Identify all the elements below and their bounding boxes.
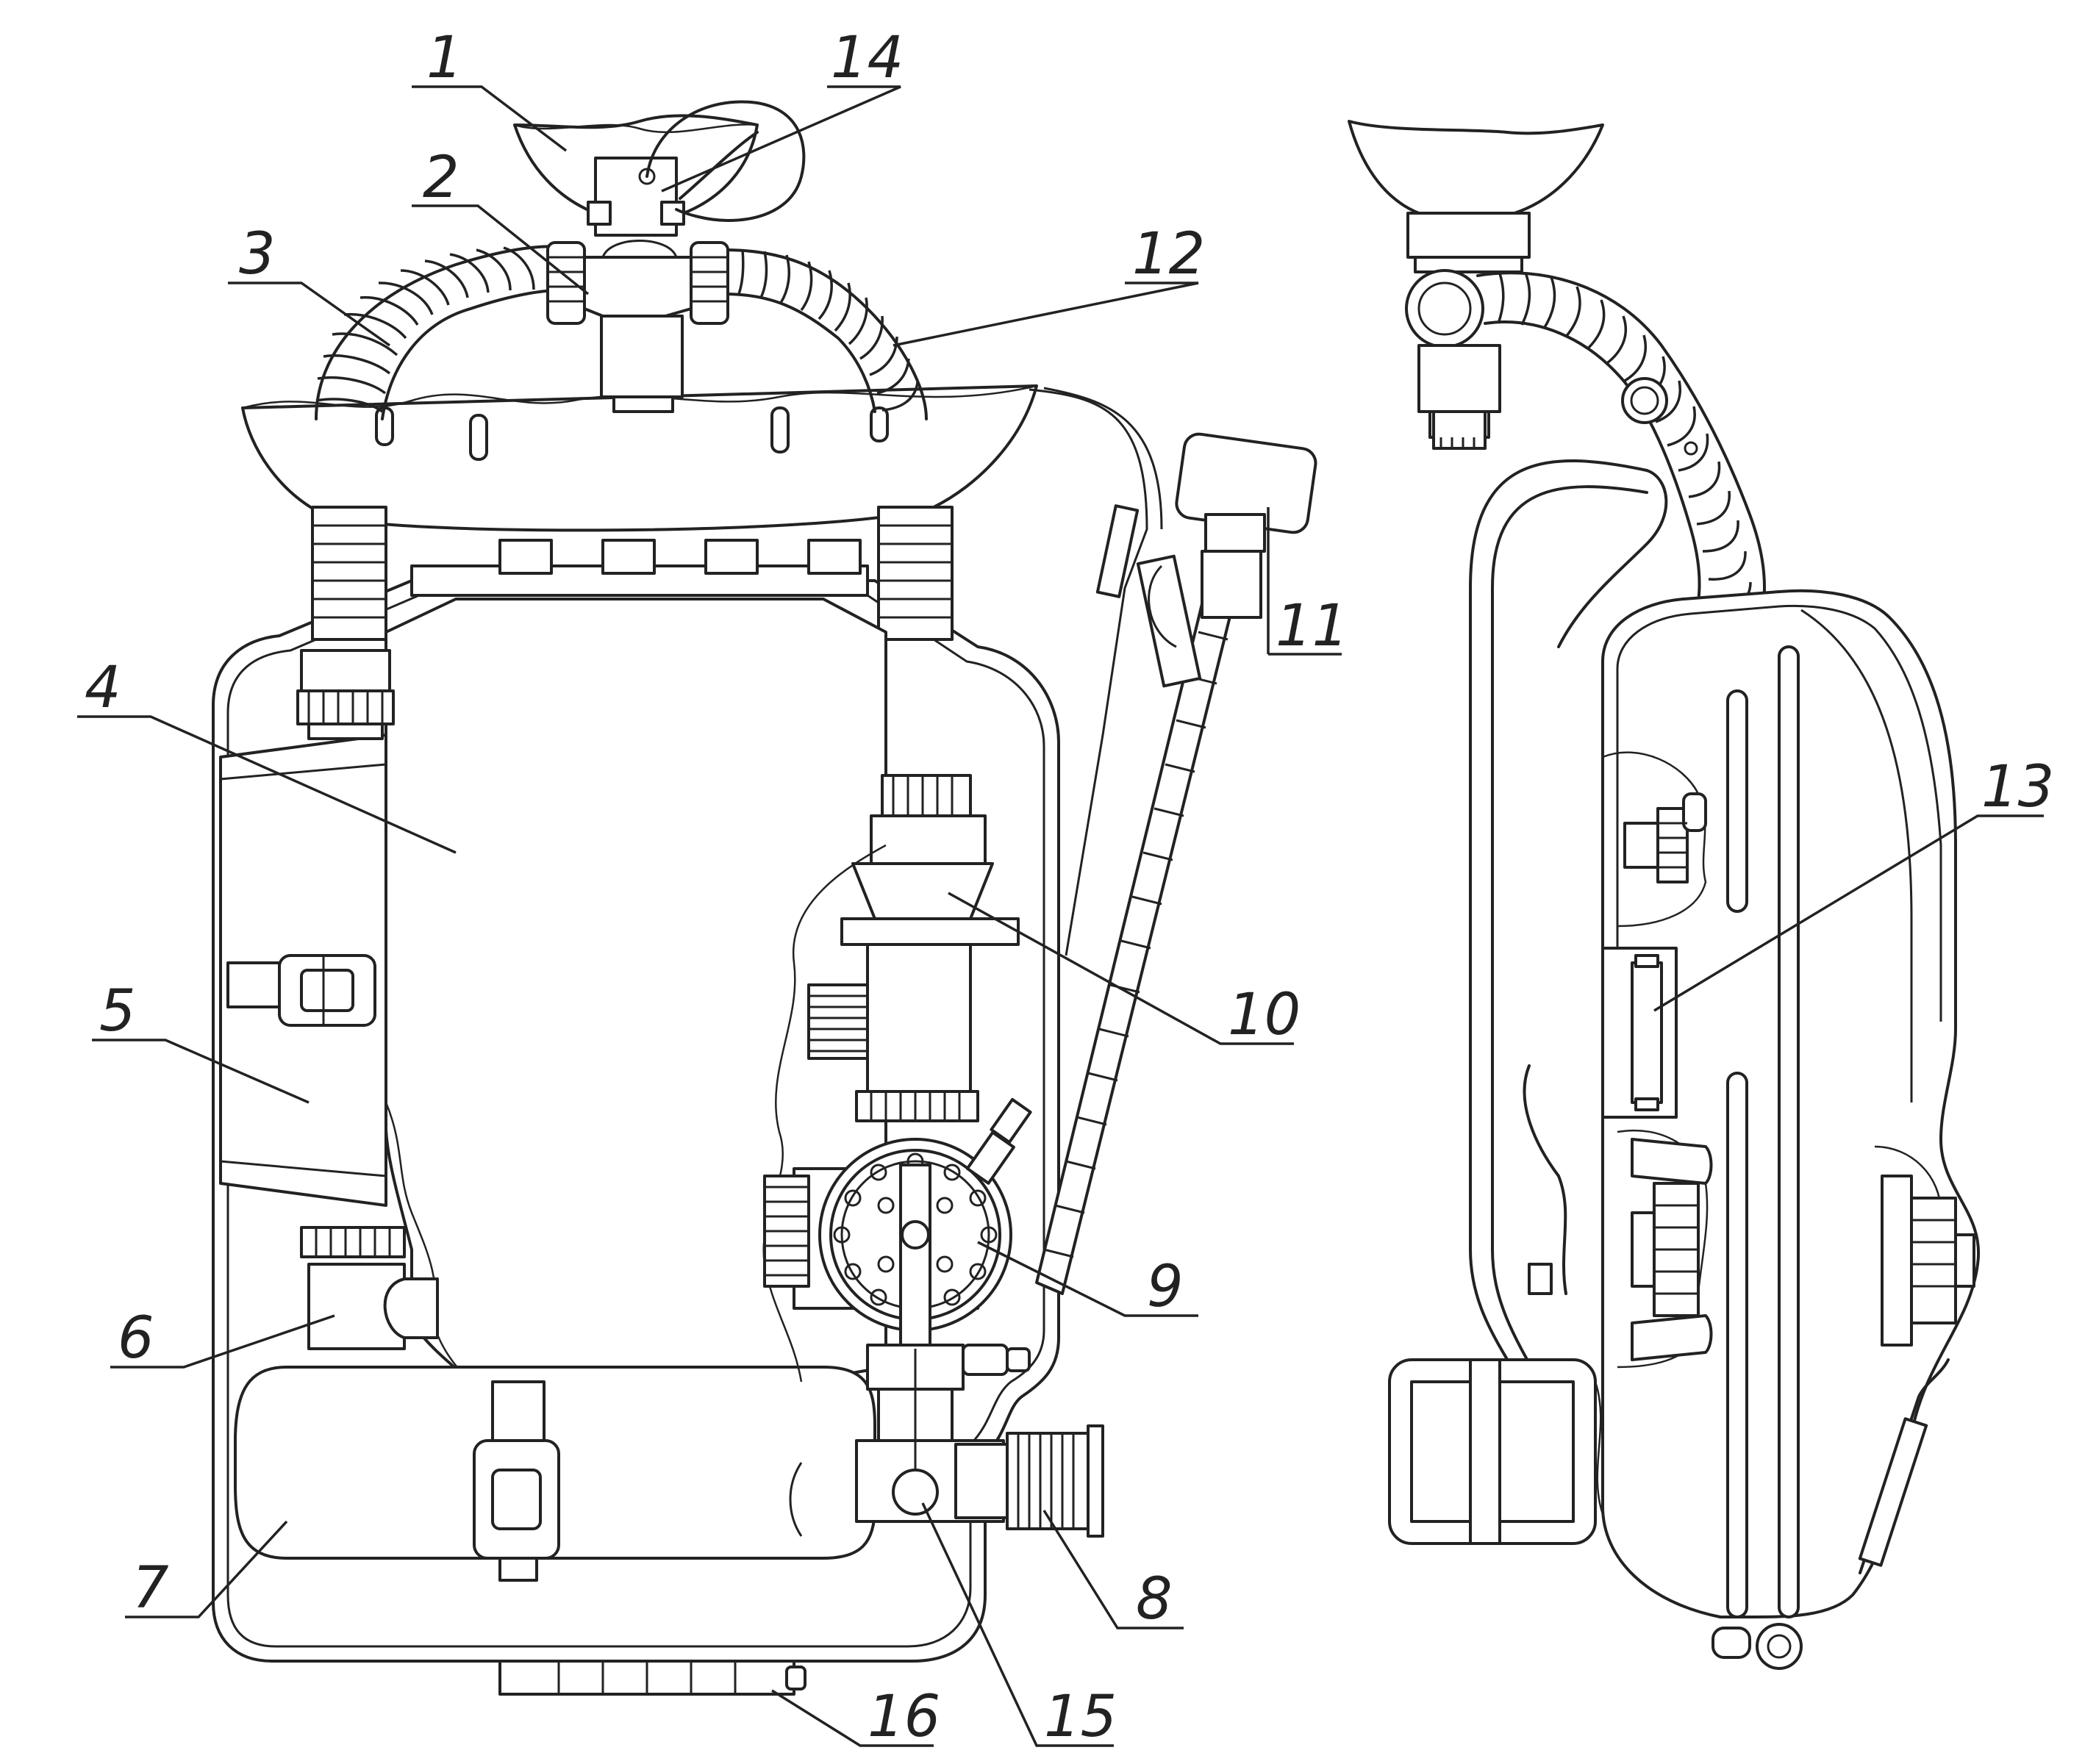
cartridge-clamp	[226, 954, 376, 1027]
callout-8: 8	[1136, 1566, 1173, 1632]
callout-14: 14	[831, 25, 904, 91]
top-strap-blocks	[498, 539, 862, 575]
pressure-gauge	[763, 1097, 1032, 1350]
left-hose-ribs	[315, 246, 535, 413]
callout-15: 15	[1044, 1684, 1117, 1750]
signal-line	[1029, 388, 1148, 956]
left-bellows	[311, 506, 387, 641]
callout-4: 4	[85, 655, 121, 721]
mouthpiece-strap	[645, 100, 806, 222]
cartridge-top-nut	[296, 649, 395, 740]
hose-ribs	[1043, 631, 1228, 1258]
side-cutaway-lower	[1617, 1129, 1709, 1369]
right-hose-ribs	[737, 249, 919, 412]
right-bellows	[877, 506, 954, 641]
callout-2: 2	[423, 145, 459, 211]
side-view	[1348, 120, 1981, 1670]
side-strap	[1469, 459, 1648, 1398]
callout-13: 13	[1981, 754, 2054, 820]
excess-valve-block	[807, 774, 1020, 1122]
side-rib-left-lower	[1726, 1072, 1748, 1618]
side-hinge	[1756, 1623, 1803, 1670]
side-mouthpiece	[1348, 120, 1604, 215]
valve-knob	[892, 1469, 939, 1516]
side-rear-valve	[1881, 1175, 1975, 1347]
callout-12: 12	[1132, 221, 1205, 287]
yoke-pins	[375, 406, 889, 461]
callout-16: 16	[868, 1684, 940, 1750]
side-rib-left-upper	[1726, 689, 1748, 913]
callout-7: 7	[132, 1555, 169, 1621]
side-cutaway-upper	[1602, 751, 1707, 928]
housing-outline	[212, 579, 1060, 1663]
side-fitting	[1623, 792, 1707, 883]
shoulder-yoke	[241, 384, 1038, 532]
callout-1: 1	[426, 25, 463, 91]
side-hose-ribs	[1497, 272, 1752, 609]
bag-break-line	[384, 1102, 471, 1383]
gauge-hose	[1035, 557, 1244, 1295]
cylinder-clamp	[473, 1380, 560, 1582]
callout-10: 10	[1228, 982, 1301, 1048]
shutoff-valve	[855, 1344, 1104, 1538]
mouthpiece-tee	[546, 240, 729, 413]
left-breathing-hose	[315, 245, 560, 420]
side-breathing-hose	[1476, 271, 1766, 634]
cutaway-break-line	[762, 844, 887, 1383]
mouthpiece	[513, 100, 806, 237]
callout-labels: 1 14 2 3 12 11 4 5 10 9 6 7 8 15 16 13	[85, 25, 2054, 1750]
remote-gauge-head	[1136, 432, 1317, 688]
callout-5: 5	[99, 978, 136, 1044]
indicator-window	[1601, 947, 1678, 1119]
callout-11: 11	[1276, 593, 1348, 659]
cooler-assembly	[300, 1226, 439, 1350]
front-view	[212, 100, 1317, 1696]
side-rib-right	[1778, 645, 1800, 1618]
callout-6: 6	[118, 1305, 154, 1372]
callout-9: 9	[1147, 1254, 1184, 1320]
bottom-rail	[498, 1660, 806, 1696]
callout-3: 3	[239, 221, 276, 287]
leader-lines	[77, 85, 2044, 1747]
side-reducer	[1631, 1138, 1713, 1361]
